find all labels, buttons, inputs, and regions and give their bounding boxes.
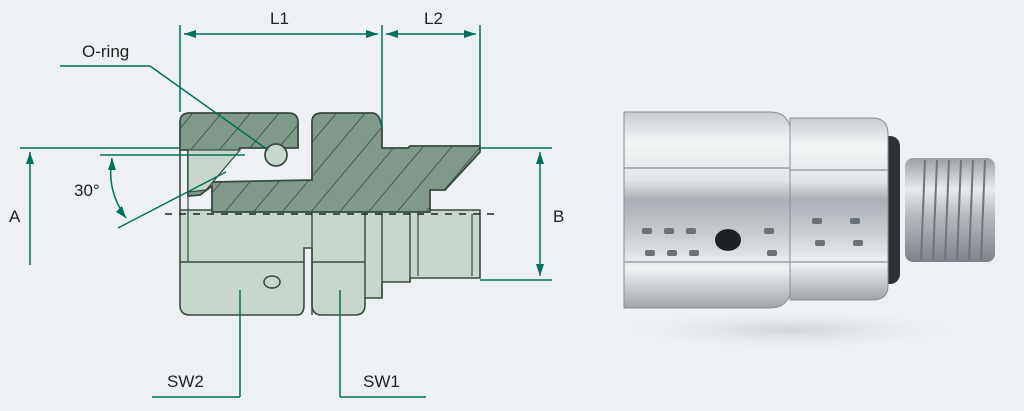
inner-bore <box>187 149 242 193</box>
dimension-lines <box>20 25 552 398</box>
dimension-label-b: B <box>553 207 564 226</box>
hex-nut-sw1 <box>789 117 889 301</box>
wrench-size-label-sw2: SW2 <box>167 372 204 391</box>
thread-grooves <box>920 159 986 261</box>
drill-hole <box>263 275 281 289</box>
dimension-label-l2: L2 <box>424 9 443 28</box>
photo-shadow <box>600 308 980 352</box>
angle-label: 30° <box>74 181 100 200</box>
photo-drill-hole <box>715 229 741 251</box>
o-ring <box>264 143 288 167</box>
dimension-label-l1: L1 <box>270 9 289 28</box>
stamp-marks <box>642 218 863 256</box>
oring-label: O-ring <box>82 42 129 61</box>
hex-body-sw2 <box>623 111 791 309</box>
dimension-arrows <box>26 30 544 276</box>
fitting-photo <box>600 111 995 352</box>
fitting-cross-section <box>165 112 495 316</box>
upper-section-hatched <box>179 112 481 213</box>
wrench-size-label-sw1: SW1 <box>363 372 400 391</box>
dimension-label-a: A <box>9 207 21 226</box>
